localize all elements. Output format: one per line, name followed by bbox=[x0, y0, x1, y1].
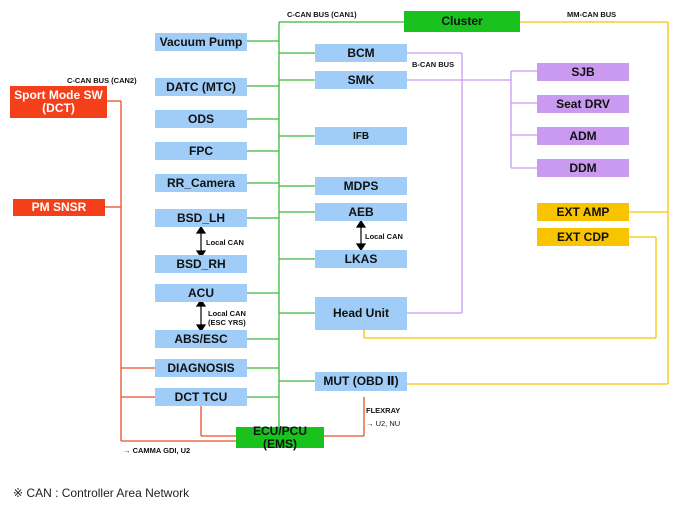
pm-snsr-module: PM SNSR bbox=[13, 199, 105, 216]
ods-module: ODS bbox=[155, 110, 247, 128]
ext-amp-module: EXT AMP bbox=[537, 203, 629, 221]
bsd-rh-module: BSD_RH bbox=[155, 255, 247, 273]
rr-camera-module: RR_Camera bbox=[155, 174, 247, 192]
sport-mode-sw-module: Sport Mode SW (DCT) bbox=[10, 86, 107, 118]
footnote-text: CAN : Controller Area Network bbox=[26, 486, 190, 500]
sport-mode-sw-sub-label: (DCT) bbox=[42, 101, 75, 115]
c-can-can1-label: C-CAN BUS (CAN1) bbox=[287, 10, 357, 19]
cluster-module: Cluster bbox=[404, 11, 520, 32]
ddm-module: DDM bbox=[537, 159, 629, 177]
b-can-wiring bbox=[407, 52, 537, 314]
c-can-can1-wiring bbox=[247, 21, 404, 431]
mm-can-label: MM-CAN BUS bbox=[567, 10, 617, 19]
datc-module: DATC (MTC) bbox=[155, 78, 247, 96]
ifb-module: IFB bbox=[315, 127, 407, 145]
adm-module: ADM bbox=[537, 127, 629, 145]
smk-module: SMK bbox=[315, 71, 407, 89]
sjb-module: SJB bbox=[537, 63, 629, 81]
local-can-bsd-label: Local CAN bbox=[206, 238, 244, 247]
abs-esc-module: ABS/ESC bbox=[155, 330, 247, 348]
camma-note: → CAMMA GDI, U2 bbox=[123, 446, 191, 455]
head-unit-module: Head Unit bbox=[315, 297, 407, 330]
bcm-module: BCM bbox=[315, 44, 407, 62]
acu-module: ACU bbox=[155, 284, 247, 302]
sport-mode-sw-label: Sport Mode SW bbox=[14, 88, 103, 102]
local-can-arrows bbox=[195, 219, 367, 333]
vacuum-pump-module: Vacuum Pump bbox=[155, 33, 247, 51]
local-can-acu-label: Local CAN bbox=[208, 309, 246, 318]
dct-tcu-module: DCT TCU bbox=[155, 388, 247, 406]
diagnosis-module: DIAGNOSIS bbox=[155, 359, 247, 377]
bsd-lh-module: BSD_LH bbox=[155, 209, 247, 227]
mm-can-wiring bbox=[363, 21, 669, 385]
footnote-symbol: ※ bbox=[13, 486, 24, 500]
fpc-module: FPC bbox=[155, 142, 247, 160]
flexray-label: FLEXRAY bbox=[366, 406, 401, 415]
mut-obd-module: MUT (OBD Ⅱ) bbox=[315, 372, 407, 391]
b-can-label: B-CAN BUS bbox=[412, 60, 455, 69]
lkas-module: LKAS bbox=[315, 250, 407, 268]
local-can-acu-sub-label: (ESC YRS) bbox=[208, 318, 246, 327]
aeb-module: AEB bbox=[315, 203, 407, 221]
seat-drv-module: Seat DRV bbox=[537, 95, 629, 113]
flexray-note: → U2, NU bbox=[366, 419, 401, 428]
c-can-can2-wiring bbox=[105, 100, 365, 442]
ext-cdp-module: EXT CDP bbox=[537, 228, 629, 246]
c-can-can2-label: C-CAN BUS (CAN2) bbox=[67, 76, 137, 85]
mdps-module: MDPS bbox=[315, 177, 407, 195]
ecu-pcu-ems-module: ECU/PCU (EMS) bbox=[236, 424, 324, 450]
footnote: ※ CAN : Controller Area Network bbox=[13, 486, 189, 500]
local-can-aeb-label: Local CAN bbox=[365, 232, 403, 241]
